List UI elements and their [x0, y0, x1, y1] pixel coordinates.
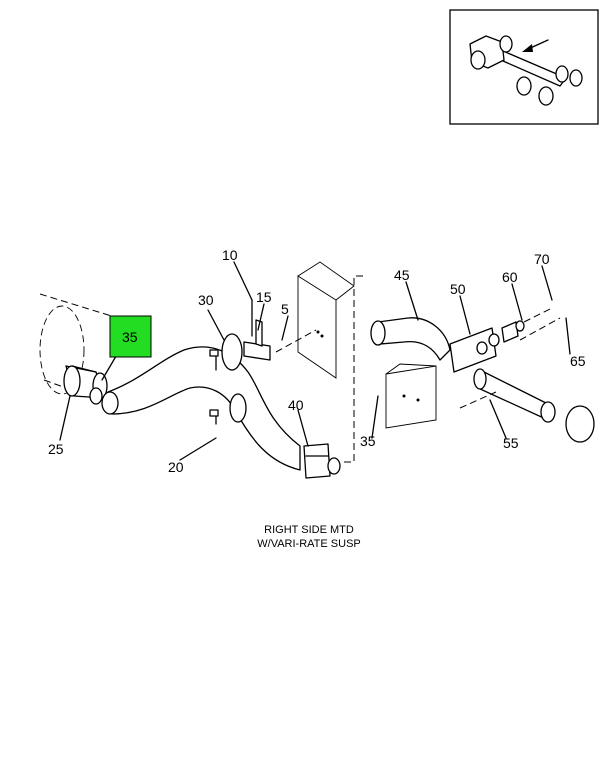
- callout-5[interactable]: 5: [281, 301, 289, 317]
- vehicle-locator-inset: [449, 9, 599, 125]
- turbo-outlet-elbow: [63, 365, 108, 405]
- tailpipe-55: [459, 368, 595, 443]
- callout-70[interactable]: 70: [534, 251, 550, 267]
- callout-45[interactable]: 45: [394, 267, 410, 283]
- callout-40[interactable]: 40: [288, 397, 304, 413]
- caption-line-1: RIGHT SIDE MTD: [264, 524, 354, 536]
- callout-55[interactable]: 55: [503, 435, 519, 451]
- clamp-30: [221, 333, 247, 423]
- leader-lines: [59, 261, 571, 461]
- elbow-pipe-45: [370, 317, 451, 361]
- callout-20[interactable]: 20: [168, 459, 184, 475]
- callout-15[interactable]: 15: [256, 289, 272, 305]
- bracket-assembly-50: [449, 307, 561, 373]
- callout-10[interactable]: 10: [222, 247, 238, 263]
- mounting-plate-35: [385, 363, 437, 429]
- highlight-box-35: [109, 315, 152, 358]
- callout-60[interactable]: 60: [502, 269, 518, 285]
- callout-25[interactable]: 25: [48, 441, 64, 457]
- callout-30[interactable]: 30: [198, 292, 214, 308]
- caption-line-2: W/VARI-RATE SUSP: [257, 538, 361, 550]
- exhaust-pipe-main: [101, 346, 301, 471]
- callout-50[interactable]: 50: [450, 281, 466, 297]
- bracket-15: [243, 299, 271, 361]
- mounting-plate-5: [275, 261, 355, 379]
- outlet-clamp-40: [303, 443, 341, 479]
- callout-35-highlighted[interactable]: 35: [122, 329, 138, 345]
- callout-35[interactable]: 35: [360, 433, 376, 449]
- callout-65[interactable]: 65: [570, 353, 586, 369]
